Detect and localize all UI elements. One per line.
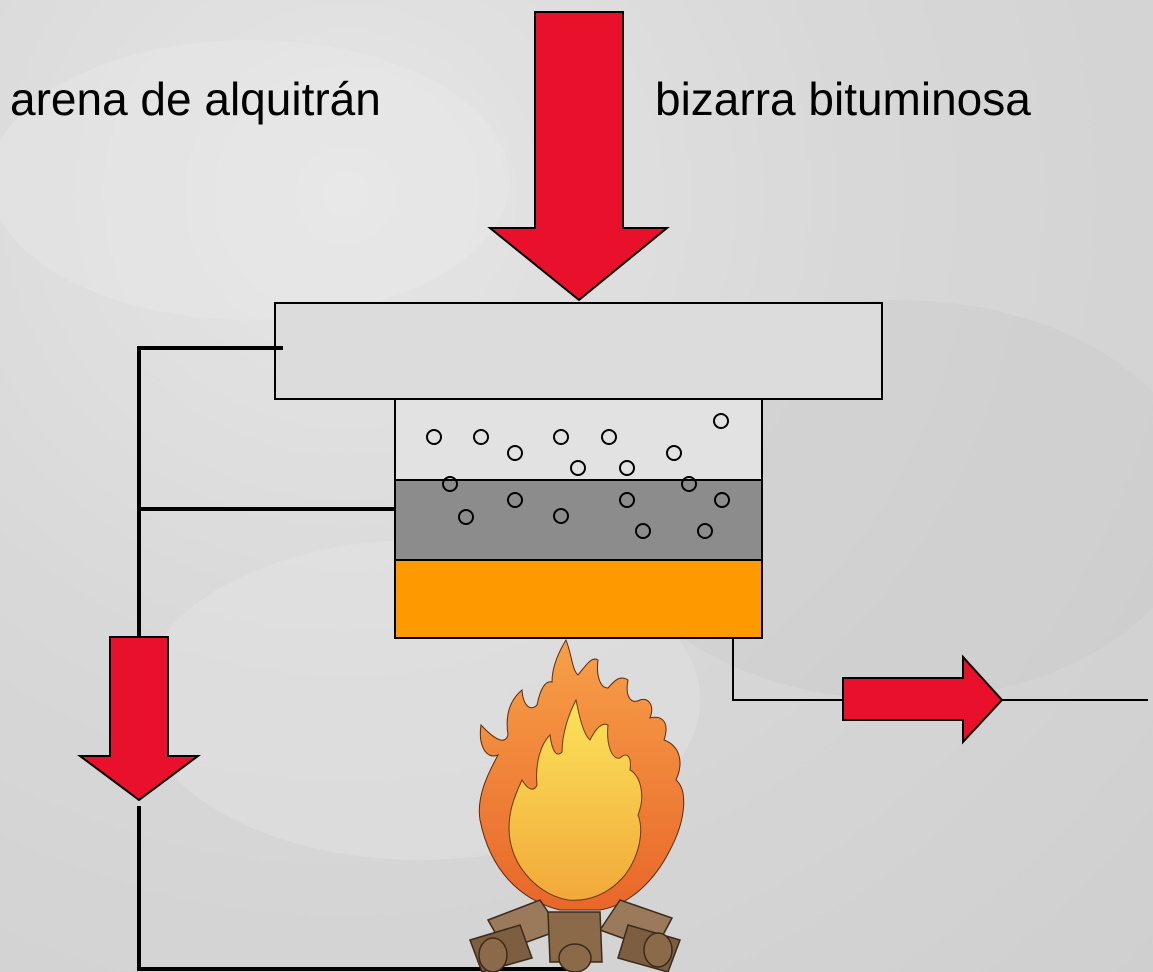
bubble xyxy=(681,476,697,492)
bubble xyxy=(635,523,651,539)
vessel-heated-layer xyxy=(394,559,763,639)
log-end xyxy=(643,932,673,968)
bubble xyxy=(553,429,569,445)
bubble xyxy=(507,445,523,461)
inner-flame xyxy=(508,698,643,901)
bottom-return-pipe xyxy=(137,806,570,971)
gas-pipes xyxy=(137,346,395,637)
vessel-liquid-layer xyxy=(394,479,763,561)
bubble xyxy=(619,492,635,508)
bubble xyxy=(713,413,729,429)
bubble xyxy=(714,492,730,508)
bubble xyxy=(507,492,523,508)
input-arrow xyxy=(487,11,670,302)
bubble xyxy=(458,509,474,525)
bubble xyxy=(666,445,682,461)
bubble xyxy=(553,508,569,524)
campfire-icon xyxy=(469,638,685,972)
bubble xyxy=(601,429,617,445)
bubble xyxy=(619,460,635,476)
bubbles xyxy=(426,413,730,539)
logs xyxy=(469,899,681,972)
gas-output-arrow xyxy=(76,636,202,802)
bituminous-shale-label: bizarra bituminosa xyxy=(655,73,1031,125)
log-end xyxy=(558,943,592,972)
bubble xyxy=(442,476,458,492)
liquid-output-pipe xyxy=(732,638,843,701)
bubble xyxy=(570,460,586,476)
bubble xyxy=(426,429,442,445)
log-end xyxy=(478,937,508,972)
vessel-gas-layer xyxy=(394,398,763,481)
bubble xyxy=(473,429,489,445)
tar-sand-label: arena de alquitrán xyxy=(10,73,381,125)
liquid-output-arrow xyxy=(842,654,1004,745)
top-gas-pipe xyxy=(137,346,283,637)
vessel-top-chamber xyxy=(274,302,883,400)
bubble xyxy=(697,523,713,539)
